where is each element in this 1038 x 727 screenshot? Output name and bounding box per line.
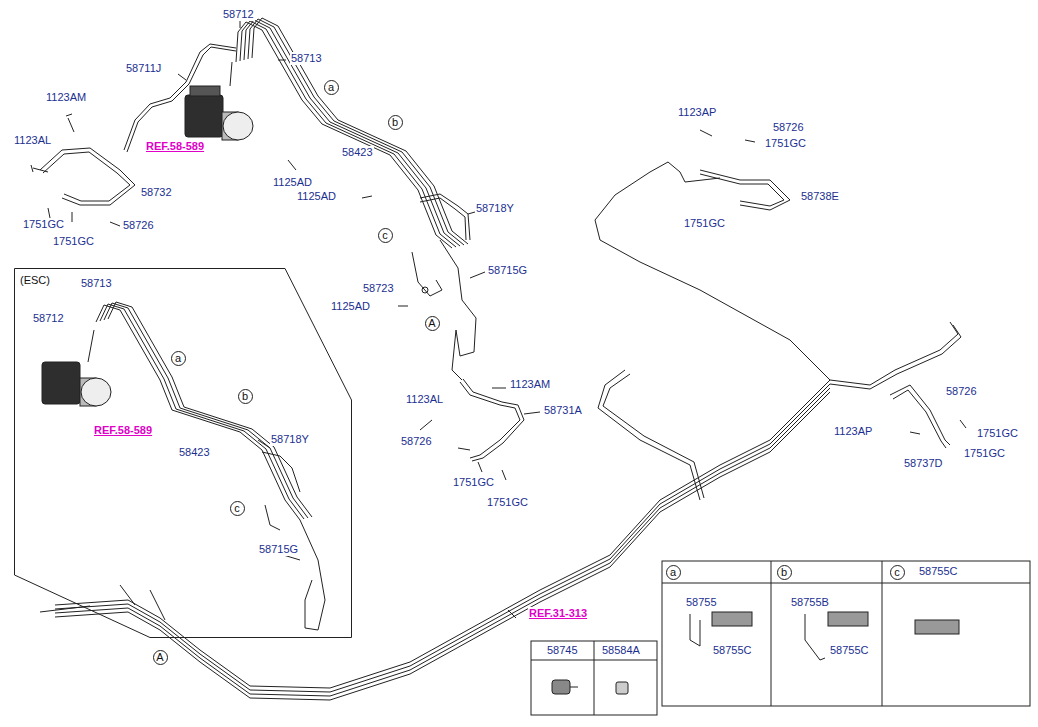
callout-circle: A <box>425 316 440 331</box>
part-number: 58584A <box>601 644 641 657</box>
part-number: 58732 <box>140 186 173 199</box>
part-number: 58715G <box>487 264 528 277</box>
callout-letter: b <box>781 567 787 578</box>
callout-letter: A <box>156 652 163 663</box>
reference-link: REF.58-589 <box>145 140 205 153</box>
part-number: 1123AL <box>405 393 444 406</box>
part-number: 58423 <box>341 146 374 159</box>
part-number: 58423 <box>178 446 211 459</box>
callout-circle: a <box>324 80 339 95</box>
part-number: 1751GC <box>683 217 726 230</box>
part-number: 1751GC <box>452 476 495 489</box>
callout-circle: b <box>777 565 792 580</box>
part-number: 58712 <box>32 312 65 325</box>
part-number: 58731A <box>543 404 583 417</box>
callout-letter: a <box>175 353 181 364</box>
callout-letter: c <box>894 567 900 578</box>
part-number: 1751GC <box>764 137 807 150</box>
panel-border <box>15 269 352 638</box>
part-number: 58713 <box>290 52 323 65</box>
callout-circle: c <box>890 565 905 580</box>
part-number: 1751GC <box>486 496 529 509</box>
part-number: 58711J <box>125 62 162 75</box>
callout-letter: a <box>670 567 676 578</box>
part-number: 1123AL <box>13 134 52 147</box>
part-number: 58726 <box>122 219 155 232</box>
reference-link: REF.58-589 <box>93 424 153 437</box>
part-number: 1751GC <box>22 218 65 231</box>
part-number: 58723 <box>362 282 395 295</box>
part-number: 58726 <box>945 385 978 398</box>
part-number: 58726 <box>772 121 805 134</box>
part-number: 58718Y <box>475 202 515 215</box>
part-number: 1751GC <box>52 235 95 248</box>
part-number: 58755C <box>712 644 753 657</box>
part-number: 1125AD <box>272 176 313 189</box>
callout-letter: c <box>382 230 388 241</box>
part-number: 1125AD <box>296 190 337 203</box>
part-number: 58755C <box>918 565 959 578</box>
part-number: 58712 <box>222 8 255 21</box>
part-number: 58745 <box>546 644 579 657</box>
callout-circle: b <box>388 115 403 130</box>
callout-circle: c <box>378 228 393 243</box>
part-number: 58755B <box>790 596 830 609</box>
part-number: 1125AD <box>330 300 371 313</box>
callout-circle: b <box>238 389 253 404</box>
part-number: 1123AP <box>833 425 873 438</box>
part-number: 1123AP <box>677 106 717 119</box>
part-number: 1751GC <box>976 427 1019 440</box>
part-number: 58755C <box>829 644 870 657</box>
callout-circle: a <box>171 351 186 366</box>
part-number: 1751GC <box>963 447 1006 460</box>
part-number: 58718Y <box>270 433 310 446</box>
callout-letter: c <box>234 503 240 514</box>
callout-circle: A <box>153 650 168 665</box>
callout-circle: a <box>666 565 681 580</box>
callout-letter: b <box>242 391 248 402</box>
part-number: 58755 <box>685 596 718 609</box>
reference-link: REF.31-313 <box>528 607 588 620</box>
callout-letter: b <box>392 117 398 128</box>
callout-letter: A <box>428 318 435 329</box>
part-number: 58737D <box>903 457 944 470</box>
callout-circle: c <box>230 501 245 516</box>
part-number: 58738E <box>800 190 840 203</box>
part-number: 1123AM <box>45 91 87 104</box>
part-number: 58715G <box>258 543 299 556</box>
part-number: 58726 <box>400 435 433 448</box>
panel-title: (ESC) <box>20 274 50 287</box>
callout-letter: a <box>328 82 334 93</box>
part-number: 58713 <box>80 277 113 290</box>
part-number: 1123AM <box>509 378 551 391</box>
